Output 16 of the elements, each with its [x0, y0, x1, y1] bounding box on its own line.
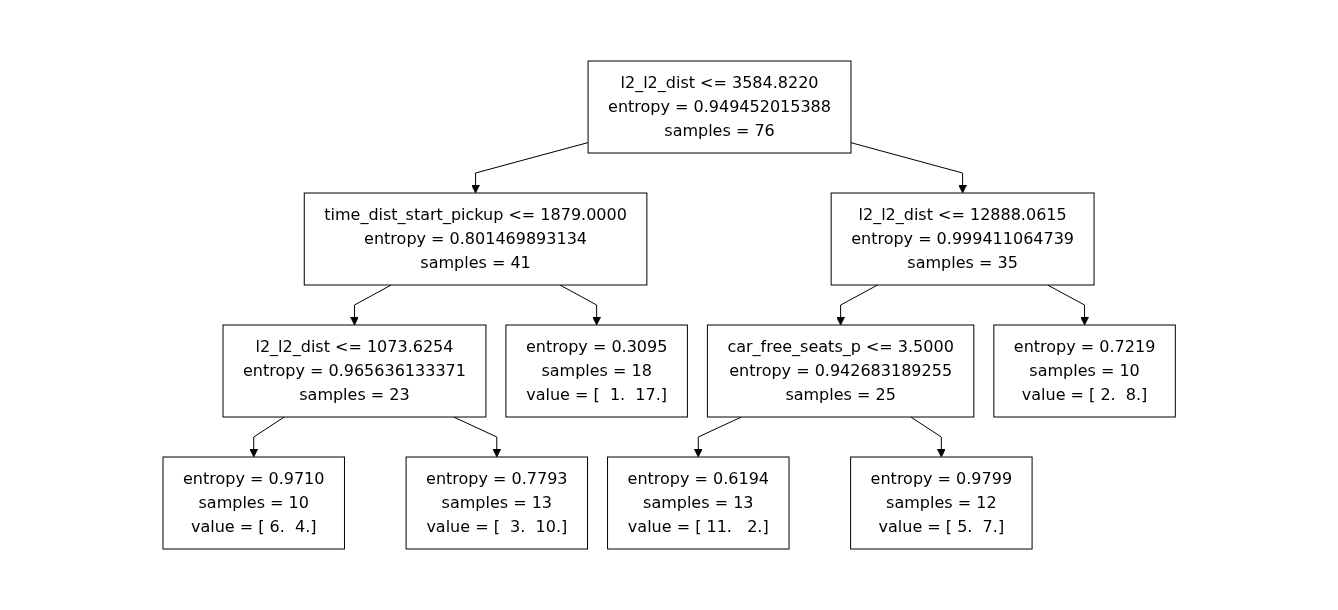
node-box: entropy = 0.7219 samples = 10 value = [ 2. 8.] [993, 324, 1176, 418]
node-box: l2_l2_dist <= 1073.6254 entropy = 0.965636133371 samples = 23 [222, 324, 487, 418]
arrow [910, 416, 946, 458]
node-box: l2_l2_dist <= 3584.8220 entropy = 0.949452015388 samples = 76 [587, 60, 852, 154]
arrow [471, 142, 589, 194]
arrow [836, 284, 878, 326]
node-box: entropy = 0.9710 samples = 10 value = [ 6. 4.] [162, 456, 345, 550]
node-box: entropy = 0.9799 samples = 12 value = [ 5. 7.] [849, 456, 1033, 550]
node-box: time_dist_start_pickup <= 1879.0000 entropy = 0.801469893134 samples = 41 [303, 192, 648, 286]
node-box: l2_l2_dist <= 12888.0615 entropy = 0.999411064739 samples = 35 [830, 192, 1095, 286]
arrow [249, 416, 285, 458]
node-box: entropy = 0.6194 samples = 13 value = [ 11. 2.] [606, 456, 790, 550]
node-box: entropy = 0.3095 samples = 18 value = [ 1. 17.] [505, 324, 688, 418]
node-box: entropy = 0.7793 samples = 13 value = [ 3. 10.] [405, 456, 588, 550]
arrow [850, 142, 967, 194]
node-box: car_free_seats_p <= 3.5000 entropy = 0.942683189255 samples = 25 [706, 324, 975, 418]
